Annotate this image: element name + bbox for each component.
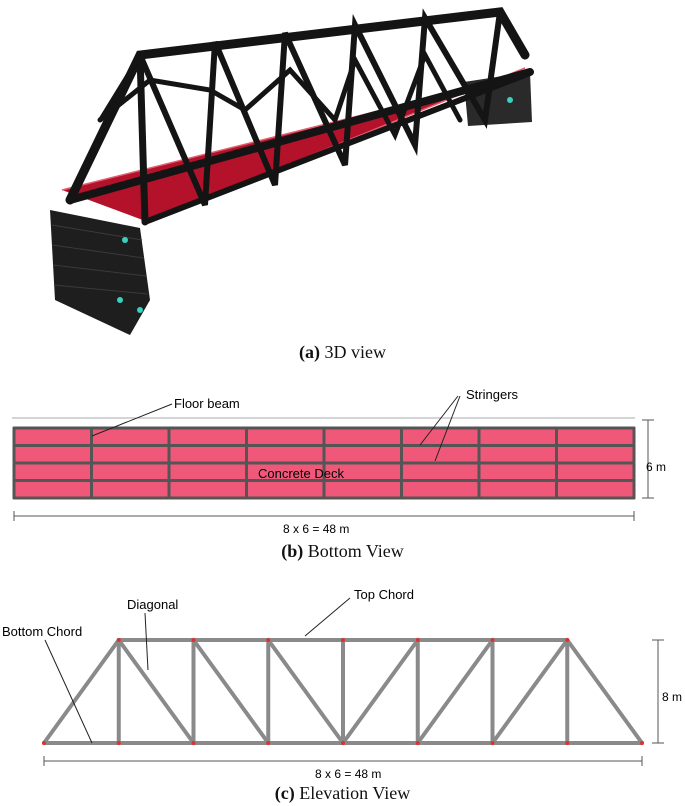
diagonal [116,638,196,745]
diagonal [191,638,271,745]
bottom-chord-label: Bottom Chord [2,624,82,639]
diagonal-label: Diagonal [127,597,178,612]
truss-node [415,741,420,745]
truss-node [341,741,345,745]
truss-node [266,741,271,745]
end-post [42,638,121,745]
stringer-leader-2 [434,395,461,462]
top-chord-leader [304,597,351,637]
end-post [565,638,644,745]
truss-node [565,741,570,745]
floor-beam-leader [91,403,173,437]
truss-node [565,638,570,642]
diagonal [490,638,570,745]
deck-beam-grid [12,426,636,500]
stringer-leader-1 [419,395,459,446]
truss-node [640,741,644,745]
width-dimension: 6 m [646,460,666,474]
truss-node [341,638,345,642]
truss-members [65,7,534,226]
elevation-view: Top Chord Diagonal Bottom Chord 8 m 8 x … [2,587,682,781]
diagonal [415,638,495,745]
truss-node [116,638,121,642]
caption-a: (a) 3D view [299,342,386,362]
truss-elevation [42,638,644,745]
truss-node [42,741,46,745]
truss-node [490,638,495,642]
length-dimension: 8 x 6 = 48 m [283,522,349,536]
floor-beam-label: Floor beam [174,396,240,411]
caption-b: (b) Bottom View [281,541,404,561]
top-chord-label: Top Chord [354,587,414,602]
near-abutment [50,210,150,335]
diagonal [341,638,420,745]
truss-node [116,741,121,745]
truss-node [490,741,495,745]
bottom-view: Floor beam Stringers Concrete Deck 6 m 8… [12,387,666,536]
height-dimension: 8 m [662,690,682,704]
truss-3d-view [50,7,534,335]
concrete-deck-label: Concrete Deck [258,466,344,481]
truss-node [415,638,420,642]
diagonal-leader [144,612,149,671]
bottom-chord-leader [44,639,93,744]
truss-node [191,638,196,642]
truss-node [191,741,196,745]
caption-c: (c) Elevation View [274,783,411,803]
diagonal [266,638,345,745]
stringers-label: Stringers [466,387,519,402]
truss-node [266,638,271,642]
length-dimension: 8 x 6 = 48 m [315,767,381,781]
